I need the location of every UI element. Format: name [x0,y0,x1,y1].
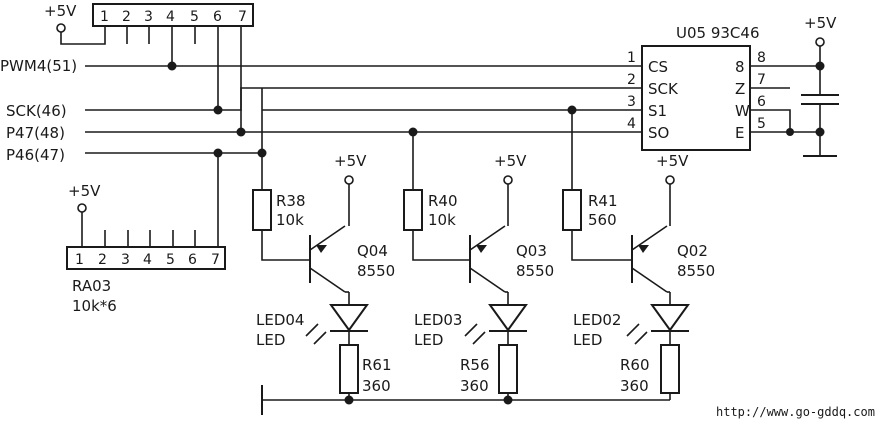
u05-pin-num-5: 5 [757,116,766,132]
u05-title: U05 93C46 [676,24,759,42]
r60-value: 360 [620,377,649,395]
led02-name: LED02 [573,311,621,329]
u05-body [641,45,751,151]
r41-name: R41 [588,192,618,210]
wire-sck-chip [218,87,642,111]
r61-value: 360 [362,377,391,395]
driver-stage-q02: R41 560 +5V Q02 8550 LED02 LED R60 360 [562,110,715,395]
top-network-body [92,3,254,27]
supply-terminal-ra03 [77,203,87,213]
u05-pin-num-4: 4 [627,116,636,132]
watermark: http://www.go-gddq.com [716,405,875,419]
r56-name: R56 [460,356,490,374]
r60-name: R60 [620,356,650,374]
ra03-pin-1: 1 [75,252,84,268]
resistor-r60 [660,344,680,394]
u05-pin-cs: CS [648,58,668,76]
signal-label-p46: P46(47) [6,146,65,164]
ra03-pin-7: 7 [211,252,220,268]
supply-terminal-chip [815,37,825,47]
resistor-r56 [498,344,518,394]
ra03-pin-4: 4 [143,252,152,268]
u05-pin-num-1: 1 [627,50,636,66]
led04-type: LED [256,331,285,349]
top-resistor-network: 1 2 3 4 5 6 7 +5V [44,2,254,132]
ra03-pin-2: 2 [98,252,107,268]
resistor-r61 [339,344,359,394]
u05-pin-num-3: 3 [627,94,636,110]
ra03-pin-5: 5 [166,252,175,268]
supply-label-top: +5V [44,2,77,20]
supply-label-q04: +5V [334,152,367,170]
ra03-name: RA03 [72,277,111,295]
supply-label-q03: +5V [494,152,527,170]
q02-value: 8550 [677,262,715,280]
top-network-pin-3: 3 [144,9,153,25]
signal-label-pwm4: PWM4(51) [0,57,77,75]
u05-pin-num-2: 2 [627,72,636,88]
resistor-r38 [252,189,272,231]
u05-pin-sck: SCK [648,80,679,98]
supply-label-chip: +5V [804,14,837,32]
ra03-network: +5V 1 2 3 4 5 6 7 RA03 10k*6 [66,153,226,315]
q03-name: Q03 [516,242,547,260]
led04-name: LED04 [256,311,304,329]
led04-symbol [329,304,369,332]
ra03-pin-6: 6 [188,252,197,268]
signal-label-p47: P47(48) [6,124,65,142]
q02-name: Q02 [677,242,708,260]
driver-stage-q03: R40 10k +5V Q03 8550 LED03 LED R56 360 [403,132,554,395]
top-network-pin-2: 2 [122,9,131,25]
u05-pin-8-label: 8 [735,58,745,76]
u05-pin-num-8: 8 [757,50,766,66]
top-network-pin-7: 7 [238,9,247,25]
ra03-value: 10k*6 [72,297,117,315]
u05-pin-num-6: 6 [757,94,766,110]
r61-name: R61 [362,356,392,374]
u05-chip: U05 93C46 1 2 3 4 CS SCK S1 SO 8 Z W E 8… [627,14,839,157]
top-network-pin-5: 5 [190,9,199,25]
led03-type: LED [414,331,443,349]
resistor-r41 [562,189,582,231]
ra03-pin-3: 3 [121,252,130,268]
led03-name: LED03 [414,311,462,329]
top-network-pin-6: 6 [213,9,222,25]
u05-pin-e: E [735,124,744,142]
driver-stage-q04: R38 10k +5V Q04 8550 LED04 LED R61 360 [252,152,395,395]
u05-pin-num-7: 7 [757,72,766,88]
bottom-rail [261,385,671,415]
r38-name: R38 [276,192,306,210]
r56-value: 360 [460,377,489,395]
q04-value: 8550 [357,262,395,280]
u05-pin-w: W [735,102,750,120]
signal-bus: PWM4(51) SCK(46) P47(48) P46(47) [0,57,642,164]
ra03-body [66,246,226,270]
r40-value: 10k [428,211,456,229]
top-network-pin-4: 4 [166,9,175,25]
r38-value: 10k [276,211,304,229]
signal-label-sck: SCK(46) [6,102,67,120]
led03-symbol [488,304,528,332]
led02-type: LED [573,331,602,349]
u05-pin-si: S1 [648,102,667,120]
q02-emitter-arrow [638,245,649,253]
u05-pin-z: Z [735,80,745,98]
supply-label-ra03: +5V [68,182,101,200]
supply-label-q02: +5V [656,152,689,170]
r40-name: R40 [428,192,458,210]
supply-terminal-top [56,23,66,33]
u05-pin-so: SO [648,124,669,142]
q04-emitter-arrow [316,245,327,253]
top-network-pin-1: 1 [100,9,109,25]
q03-emitter-arrow [476,245,487,253]
r41-value: 560 [588,211,617,229]
q04-name: Q04 [357,242,388,260]
resistor-r40 [403,189,423,231]
q03-value: 8550 [516,262,554,280]
led02-symbol [650,304,690,332]
